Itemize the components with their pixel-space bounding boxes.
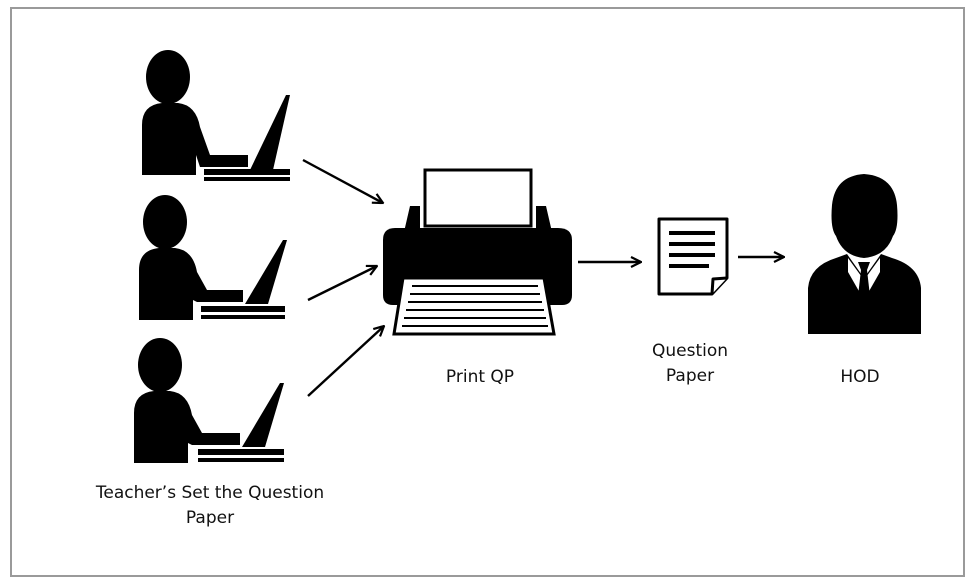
businessman-icon <box>808 174 921 334</box>
teachers-label-line1: Teacher’s Set the Question <box>95 483 325 503</box>
question-paper-label-line2: Paper <box>665 366 715 386</box>
document-icon <box>657 217 729 296</box>
question-paper-label: Question Paper <box>620 339 760 389</box>
teachers-label-line2: Paper <box>185 508 235 528</box>
hod-label: HOD <box>805 365 915 390</box>
teacher-icon-3 <box>134 338 284 463</box>
question-paper-label-line1: Question <box>651 341 729 361</box>
arrow-teacher3-to-printer <box>307 326 384 397</box>
printer-icon <box>383 168 572 336</box>
teacher-icon-1 <box>142 50 290 181</box>
diagram-frame <box>10 7 965 577</box>
arrow-teacher2-to-printer <box>307 266 377 302</box>
teachers-label: Teacher’s Set the Question Paper <box>55 481 365 531</box>
arrow-teacher1-to-printer <box>302 158 383 203</box>
teacher-icon-2 <box>139 195 287 320</box>
printer-label-text: Print QP <box>445 367 515 387</box>
printer-label: Print QP <box>400 365 560 390</box>
hod-label-text: HOD <box>840 367 880 387</box>
